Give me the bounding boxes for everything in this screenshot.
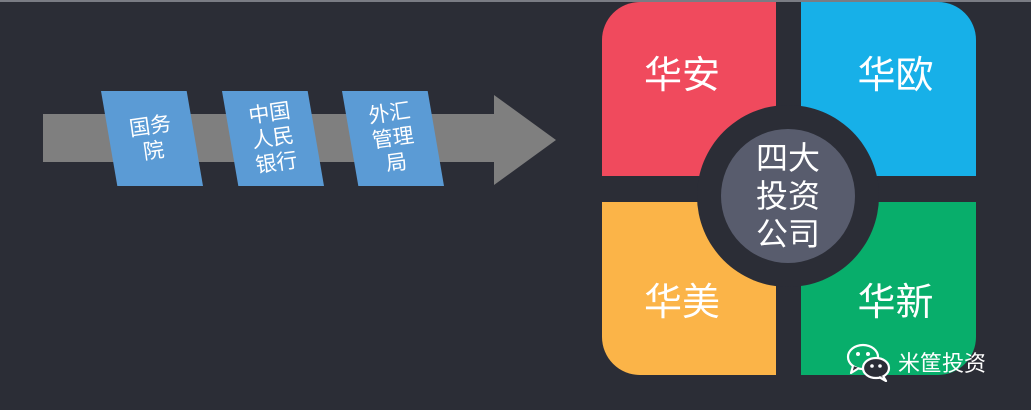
center-circle: 四大 投资 公司: [721, 129, 855, 263]
tag-peoples-bank: 中国 人民 银行: [222, 91, 324, 186]
top-border: [0, 0, 1031, 2]
quadrant-label: 华美: [643, 280, 720, 324]
quadrant-label: 华新: [857, 280, 934, 324]
center-label: 四大 投资 公司: [755, 139, 820, 253]
tag-label: 外汇 管理 局: [366, 98, 416, 177]
wechat-icon: [846, 342, 892, 383]
watermark-text: 米筐投资: [898, 352, 987, 377]
tag-label: 中国 人民 银行: [246, 98, 299, 178]
quadrant-label: 华欧: [857, 52, 934, 97]
tag-state-council: 国务 院: [101, 91, 203, 186]
tag-label: 国务 院: [127, 110, 173, 164]
arrow-head: [494, 95, 556, 185]
quadrant-label: 华安: [643, 52, 720, 97]
tag-forex-admin: 外汇 管理 局: [342, 91, 444, 186]
watermark: 米筐投资: [846, 342, 987, 383]
